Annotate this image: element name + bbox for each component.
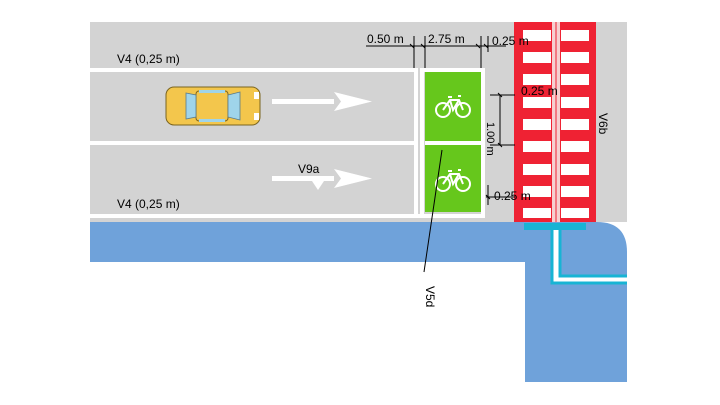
lane-line-bottom (90, 214, 485, 218)
label-v4-top: V4 (0,25 m) (117, 52, 180, 66)
dimension-lines (366, 36, 515, 205)
crossing-stripes (523, 30, 589, 218)
lane-line-top (90, 68, 415, 72)
bike-lane-divider (425, 141, 481, 145)
dim-1-00: 1.00 m (484, 122, 496, 156)
lane-line-middle (90, 141, 415, 145)
label-v9a: V9a (298, 162, 320, 176)
v5d-leader-line (423, 149, 443, 273)
arrow-icon (272, 169, 372, 190)
curb-drain (550, 230, 627, 285)
dim-0-25-mid: 0.25 m (521, 84, 558, 98)
dim-0-50: 0.50 m (367, 32, 404, 46)
bicycle-icon (435, 95, 471, 118)
curb-ramp (524, 223, 586, 230)
bicycle-icon (435, 169, 471, 192)
dim-0-25-top: 0.25 m (492, 34, 529, 48)
label-v6b: V6b (596, 113, 610, 135)
bike-lane-upper (425, 72, 481, 141)
label-v4-bottom: V4 (0,25 m) (117, 197, 180, 211)
car-icon (165, 86, 261, 126)
bike-lane-edge-left (420, 68, 424, 218)
bike-lane-edge-right (481, 68, 485, 218)
bike-lane-edge-top (420, 68, 485, 72)
label-v5d: V5d (423, 286, 437, 307)
dim-0-25-bottom: 0.25 m (494, 189, 531, 203)
sidewalk (90, 222, 627, 382)
lane-line-stop (414, 68, 418, 218)
bike-lane-lower (425, 145, 481, 212)
dim-2-75: 2.75 m (428, 32, 465, 46)
arrow-icon (272, 92, 372, 111)
